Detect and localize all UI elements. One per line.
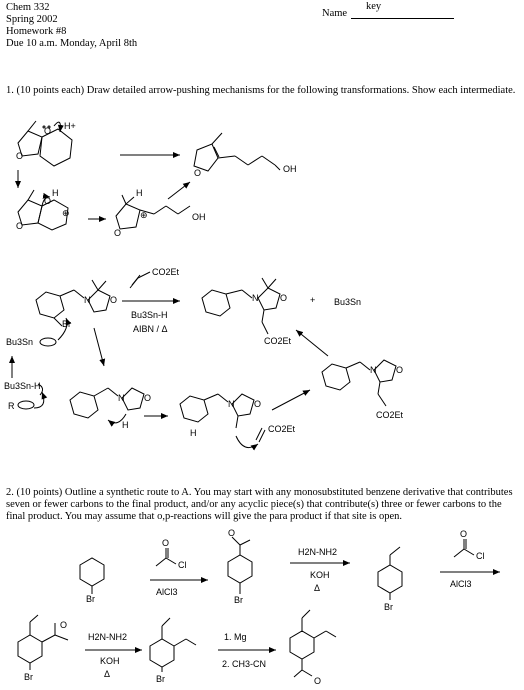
question-1-prompt: 1. (10 points each) Draw detailed arrow-…	[6, 85, 516, 96]
h-plus-label: H+	[64, 121, 76, 131]
name-label: Name	[322, 8, 348, 19]
acetonitrile-reagent: 2. CH3-CN	[222, 659, 266, 669]
co2et-ester-radical: CO2Et	[376, 410, 404, 420]
hydrogen-label-4: H	[190, 428, 197, 438]
mg-reagent: 1. Mg	[224, 632, 247, 642]
plus-sign: +	[310, 295, 315, 305]
bromine-label: Br	[62, 319, 71, 329]
co2et-radical: CO2Et	[268, 424, 296, 434]
r-radical: R	[8, 401, 15, 411]
term: Spring 2002	[6, 14, 58, 25]
oxygen-label-j: O	[254, 399, 261, 409]
aryl-bromide-oxazolidine	[35, 279, 111, 327]
nitrogen-label-1: N	[84, 295, 91, 305]
bu3snh-left: Bu3Sn-H	[4, 381, 41, 391]
cation-symbol-2: ⊕	[140, 210, 148, 220]
4-bromoethylbenzene	[377, 546, 403, 600]
name-value: key	[366, 1, 382, 12]
alcl3-2: AlCl3	[450, 579, 472, 589]
acylated-bromoethylbenzene	[17, 614, 69, 670]
acyl-o-2: O	[460, 529, 467, 539]
enol-ether-product	[193, 132, 281, 172]
oxygen-label-b: O	[16, 151, 23, 161]
oxocarbenium-intermediate	[115, 194, 191, 230]
oxygen-label-g: O	[110, 295, 117, 305]
oxygen-label-f: O	[114, 228, 121, 238]
koh-1: KOH	[310, 570, 330, 580]
heat-1: Δ	[314, 583, 320, 593]
bu3sn-radical-left: Bu3Sn	[6, 337, 33, 347]
assignment-title: Homework #8	[6, 26, 67, 37]
nitrogen-label-3: N	[118, 393, 125, 403]
acyl-cl-2: Cl	[476, 551, 485, 561]
question-2-prompt: 2. (10 points) Outline a synthetic route…	[6, 487, 513, 522]
bu3sn-radical-product: Bu3Sn	[334, 297, 361, 307]
protonated-spiroketal	[17, 189, 69, 231]
alkyl-radical-intermediate	[179, 393, 266, 443]
hydrazine-2: H2N-NH2	[88, 632, 127, 642]
hydrogen-label-2: H	[136, 188, 143, 198]
acetyl-chloride	[155, 548, 177, 567]
aryl-radical-intermediate	[69, 387, 145, 419]
reagent-aibn: AIBN / Δ	[133, 324, 168, 334]
oxygen-label-d: O	[44, 196, 51, 206]
ketone-o-1: O	[228, 528, 235, 538]
name-underline	[351, 18, 454, 19]
cation-symbol-1: ⊕	[62, 208, 70, 218]
oxygen-label-i: O	[144, 393, 151, 403]
oxygen-label-k: O	[396, 365, 403, 375]
target-ketone-A	[289, 609, 337, 678]
4-bromoacetophenone	[227, 536, 253, 594]
br-label-4: Br	[24, 672, 33, 682]
ketone-o-2: O	[60, 620, 67, 630]
due-date: Due 10 a.m. Monday, April 8th	[6, 38, 138, 49]
reagent-bu3snh: Bu3Sn-H	[131, 310, 168, 320]
oxygen-label-h: O	[280, 293, 287, 303]
co2et-product: CO2Et	[264, 336, 292, 346]
br-label-3: Br	[384, 602, 393, 612]
ketone-o-3: O	[314, 676, 321, 686]
nitrogen-label-5: N	[370, 365, 377, 375]
addition-product	[201, 277, 281, 335]
course-title: Chem 332	[6, 2, 50, 13]
ethyl-acrylate-reagent	[129, 271, 151, 289]
hydroxyl-label-2: OH	[192, 212, 206, 222]
oxygen-label-e: O	[16, 221, 23, 231]
nitrogen-label-4: N	[228, 399, 235, 409]
hydrogen-label-3: H	[122, 420, 129, 430]
heat-2: Δ	[104, 669, 110, 679]
acyl-cl-1: Cl	[178, 560, 187, 570]
br-label-5: Br	[156, 674, 165, 684]
oxygen-label-c: O	[194, 168, 201, 178]
acrylate-co2et: CO2Et	[152, 267, 180, 277]
koh-2: KOH	[100, 656, 120, 666]
diethylbromobenzene	[149, 617, 197, 672]
hydroxyl-label-1: OH	[283, 164, 297, 174]
hydrazine-1: H2N-NH2	[298, 547, 337, 557]
oxygen-label-a: O	[44, 126, 51, 136]
header-block: Chem 332 Spring 2002 Homework #8 Due 10 …	[6, 2, 137, 50]
nitrogen-label-2: N	[252, 293, 259, 303]
acyl-o-1: O	[162, 538, 169, 548]
bromobenzene	[79, 557, 105, 594]
acetyl-chloride-2	[453, 539, 475, 558]
br-label-1: Br	[86, 594, 95, 604]
ester-radical-intermediate	[321, 359, 397, 407]
hydrogen-label-1: H	[52, 188, 59, 198]
br-label-2: Br	[234, 595, 243, 605]
alcl3-1: AlCl3	[156, 587, 178, 597]
